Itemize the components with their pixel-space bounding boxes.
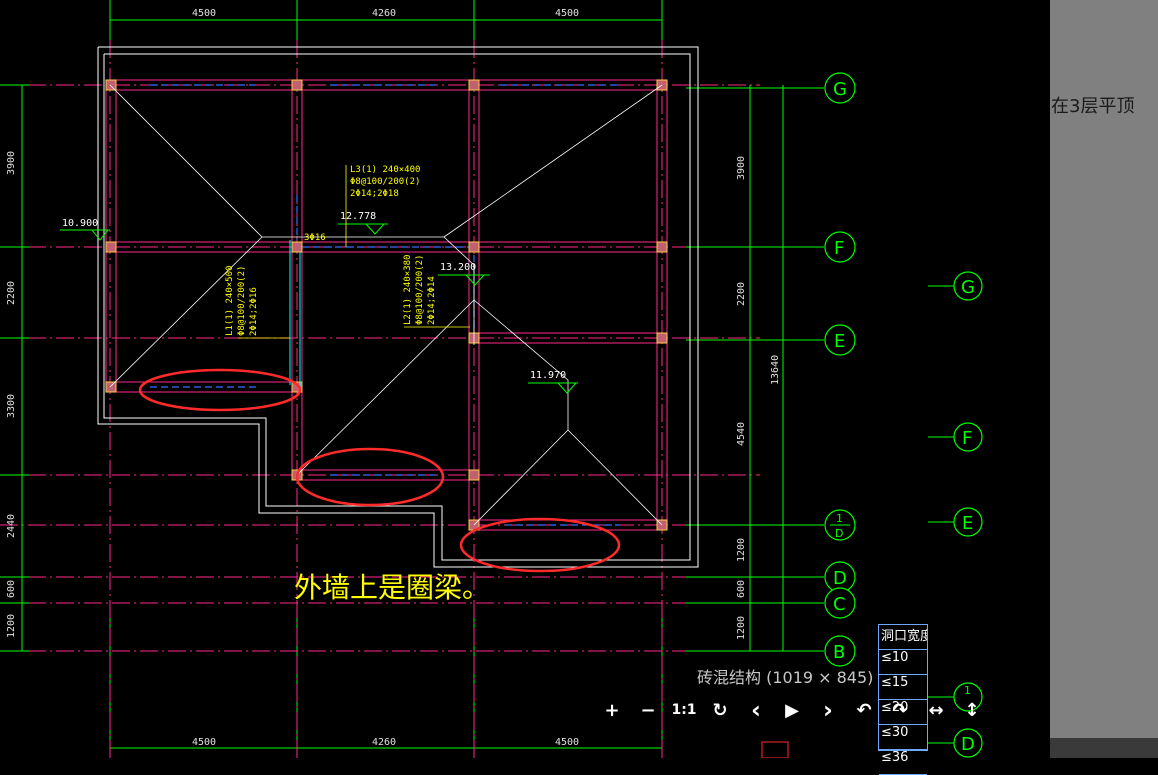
actual-size-button[interactable]: 1:1 <box>671 702 697 718</box>
elevation-text: 10.900 <box>62 218 98 229</box>
left-dimension-texts: 3900 2200 3300 2440 600 1200 <box>6 151 17 638</box>
far-axis-label-e: E <box>962 513 973 534</box>
cad-drawing: 4500 4260 4500 4500 4260 4500 3900 2200 … <box>0 0 983 758</box>
fit-height-icon[interactable]: ↕ <box>964 699 980 721</box>
axis-fraction-bottom: D <box>835 527 843 540</box>
undo-icon[interactable]: ↶ <box>856 699 872 721</box>
bottom-dimension-texts: 4500 4260 4500 <box>192 737 579 748</box>
redo-icon[interactable]: ↷ <box>892 699 908 721</box>
dimension-text: 3300 <box>6 394 17 418</box>
table-row: ≤15 <box>879 675 927 700</box>
axis-label-c: C <box>833 594 846 615</box>
table-row: ≤10 <box>879 650 927 675</box>
elevation-text: 11.970 <box>530 370 566 381</box>
dimension-text: 3900 <box>6 151 17 175</box>
next-icon[interactable]: › <box>823 696 833 724</box>
dimension-text: 2200 <box>6 281 17 305</box>
svg-text:2Φ14;2Φ16: 2Φ14;2Φ16 <box>249 287 259 336</box>
beam-annotation-l1: L1(1) 240×500 Φ8@100/200(2) 2Φ14;2Φ16 <box>225 266 290 339</box>
dimension-text: 1200 <box>736 616 747 640</box>
svg-text:Φ8@100/200(2): Φ8@100/200(2) <box>350 177 420 187</box>
beam-annotation-l2: L2(1) 240×380 Φ8@100/200(2) 2Φ14;2Φ14 <box>403 255 470 328</box>
axis-label-g: G <box>833 79 847 100</box>
background-bottom-strip <box>1050 738 1158 758</box>
zoom-out-button[interactable]: − <box>640 699 656 721</box>
zoom-in-button[interactable]: + <box>604 699 620 721</box>
dimension-text: 4500 <box>192 8 216 19</box>
dimension-text: 4260 <box>372 8 396 19</box>
dimension-text: 4540 <box>736 422 747 446</box>
axis-label-f: F <box>834 238 844 259</box>
far-axis-label-g: G <box>961 277 975 298</box>
elevation-text: 12.778 <box>340 211 376 222</box>
caption-text: 外墙上是圈梁。 <box>294 571 491 604</box>
svg-text:3Φ16: 3Φ16 <box>304 233 326 243</box>
cyan-lines <box>289 240 301 390</box>
axis-extension-lines <box>0 84 955 744</box>
far-axis-fraction-top: 1 <box>964 684 971 697</box>
svg-text:L1(1) 240×500: L1(1) 240×500 <box>225 266 235 336</box>
previous-icon[interactable]: ‹ <box>751 696 761 724</box>
viewer-toolbar: + − 1:1 ↻ ‹ ▶ › ↶ ↷ ↔ ↕ <box>594 696 990 724</box>
top-dimension-texts: 4500 4260 4500 <box>192 8 579 19</box>
elevation-text: 13.200 <box>440 262 476 273</box>
axis-markers <box>824 72 983 758</box>
rotate-icon[interactable]: ↻ <box>712 699 728 721</box>
dimension-text: 4500 <box>555 8 579 19</box>
dimension-text: 3900 <box>736 156 747 180</box>
roof-lines <box>109 84 663 526</box>
wall-outline <box>97 46 699 568</box>
svg-text:2Φ14;2Φ18: 2Φ14;2Φ18 <box>350 189 399 199</box>
dimension-text: 600 <box>6 580 17 598</box>
elevation-markers: 10.900 12.778 13.200 11.970 <box>60 211 578 394</box>
svg-text:Φ8@100/200(2): Φ8@100/200(2) <box>237 266 247 336</box>
svg-text:L3(1) 240×400: L3(1) 240×400 <box>350 165 420 175</box>
dimension-text: 2440 <box>6 514 17 538</box>
axis-fraction-top: 1 <box>836 512 843 525</box>
far-axis-label-d: D <box>961 734 975 755</box>
axis-label-e: E <box>834 331 845 352</box>
axis-label-d: D <box>833 568 847 589</box>
far-axis-label-f: F <box>962 428 972 449</box>
dimension-text: 4500 <box>555 737 579 748</box>
table-header: 洞口宽度(m <box>879 625 927 650</box>
table-row: ≤20 <box>879 700 927 725</box>
axis-label-b: B <box>833 642 845 663</box>
right-dimension-texts: 3900 2200 4540 1200 600 1200 13640 <box>736 156 781 640</box>
dimension-text: 600 <box>736 580 747 598</box>
table-row: ≤30 <box>879 725 927 750</box>
fit-width-icon[interactable]: ↔ <box>928 699 944 721</box>
image-info-label: 砖混结构 (1019 × 845) <box>697 668 874 687</box>
highlight-ellipses <box>138 368 621 573</box>
background-page-lower <box>1050 166 1158 738</box>
small-mark <box>761 741 789 758</box>
dimension-text: 4500 <box>192 737 216 748</box>
dimension-text: 1200 <box>6 614 17 638</box>
table-row: ≤36 <box>879 750 927 775</box>
svg-text:L2(1) 240×380: L2(1) 240×380 <box>403 255 413 325</box>
ring-beam-highlight <box>459 517 621 573</box>
ring-beam-highlight <box>295 447 445 507</box>
svg-text:Φ8@100/200(2): Φ8@100/200(2) <box>415 255 425 325</box>
dimension-text: 2200 <box>736 282 747 306</box>
ring-beam-highlight <box>138 368 302 412</box>
total-dimension-text: 13640 <box>770 355 781 385</box>
svg-text:2Φ14;2Φ14: 2Φ14;2Φ14 <box>427 276 437 325</box>
dimension-text: 1200 <box>736 538 747 562</box>
play-icon[interactable]: ▶ <box>785 699 799 721</box>
opening-width-table: 洞口宽度(m ≤10 ≤15 ≤20 ≤30 ≤36 <box>878 624 928 775</box>
axis-labels: G F E 1 D D C B G F E 1 D <box>830 79 975 755</box>
beam-annotation-l3: L3(1) 240×400 Φ8@100/200(2) 2Φ14;2Φ18 3Φ… <box>304 165 420 247</box>
dimension-text: 4260 <box>372 737 396 748</box>
